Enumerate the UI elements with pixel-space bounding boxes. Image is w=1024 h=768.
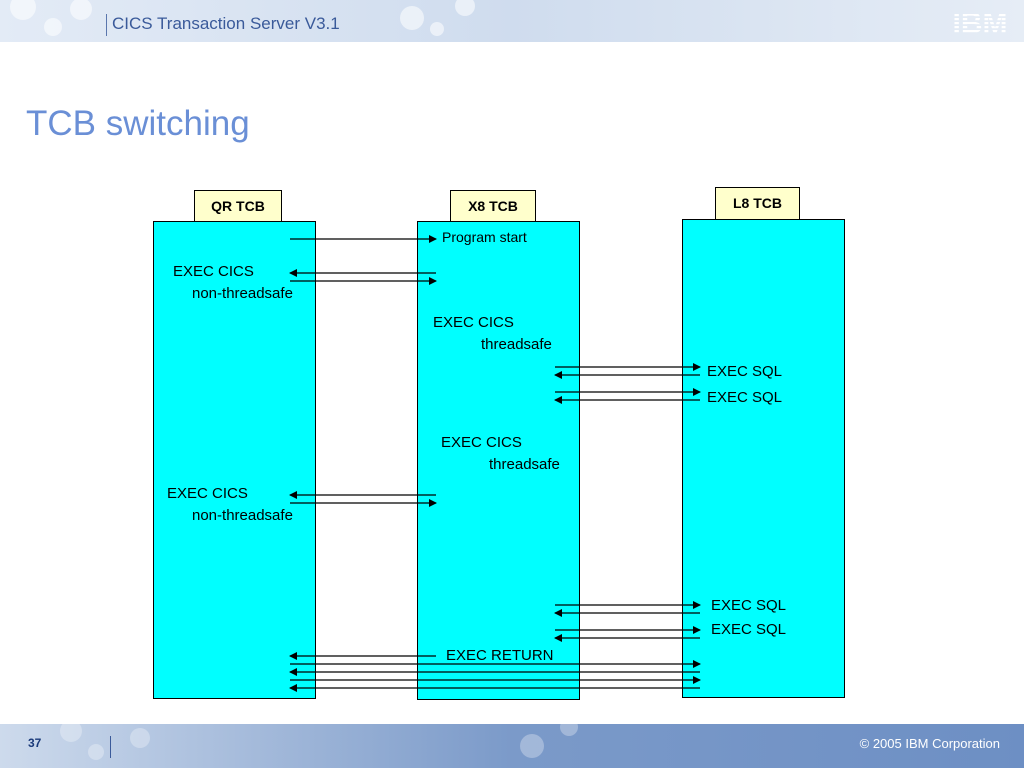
x8-tcb-label: X8 TCB bbox=[450, 190, 536, 222]
copyright-text: © 2005 IBM Corporation bbox=[859, 736, 1000, 751]
exec-sql-label-1: EXEC SQL bbox=[707, 363, 783, 380]
l8-tcb-label: L8 TCB bbox=[715, 187, 800, 220]
qr-tcb-lane bbox=[153, 221, 316, 699]
exec-cics-label-1: EXEC CICS bbox=[173, 263, 254, 280]
svg-text:IBM: IBM bbox=[953, 7, 1008, 38]
header-bar: CICS Transaction Server V3.1 IBM bbox=[0, 0, 1024, 42]
qr-tcb-label: QR TCB bbox=[194, 190, 282, 222]
header-title: CICS Transaction Server V3.1 bbox=[112, 14, 340, 33]
exec-return-label: EXEC RETURN bbox=[446, 647, 554, 664]
x8-tcb-lane bbox=[417, 221, 580, 700]
footer-bar: 37 © 2005 IBM Corporation bbox=[0, 724, 1024, 768]
slide-title: TCB switching bbox=[26, 104, 250, 143]
exec-cics-label-3: EXEC CICS bbox=[441, 434, 522, 451]
exec-sql-label-3: EXEC SQL bbox=[711, 597, 787, 614]
exec-cics-label-2: EXEC CICS bbox=[433, 314, 514, 331]
ibm-logo: IBM bbox=[953, 7, 1008, 38]
page-number: 37 bbox=[28, 736, 42, 750]
threadsafe-label-2: threadsafe bbox=[489, 456, 560, 473]
exec-sql-label-2: EXEC SQL bbox=[707, 389, 783, 406]
threadsafe-label-1: threadsafe bbox=[481, 336, 552, 353]
header-separator bbox=[106, 14, 107, 36]
exec-cics-label-4: EXEC CICS bbox=[167, 485, 248, 502]
program-start-label: Program start bbox=[442, 229, 527, 245]
exec-sql-label-4: EXEC SQL bbox=[711, 621, 787, 638]
non-threadsafe-label-2: non-threadsafe bbox=[192, 507, 293, 524]
l8-tcb-lane bbox=[682, 219, 845, 698]
non-threadsafe-label-1: non-threadsafe bbox=[192, 285, 293, 302]
footer-separator bbox=[110, 736, 111, 758]
